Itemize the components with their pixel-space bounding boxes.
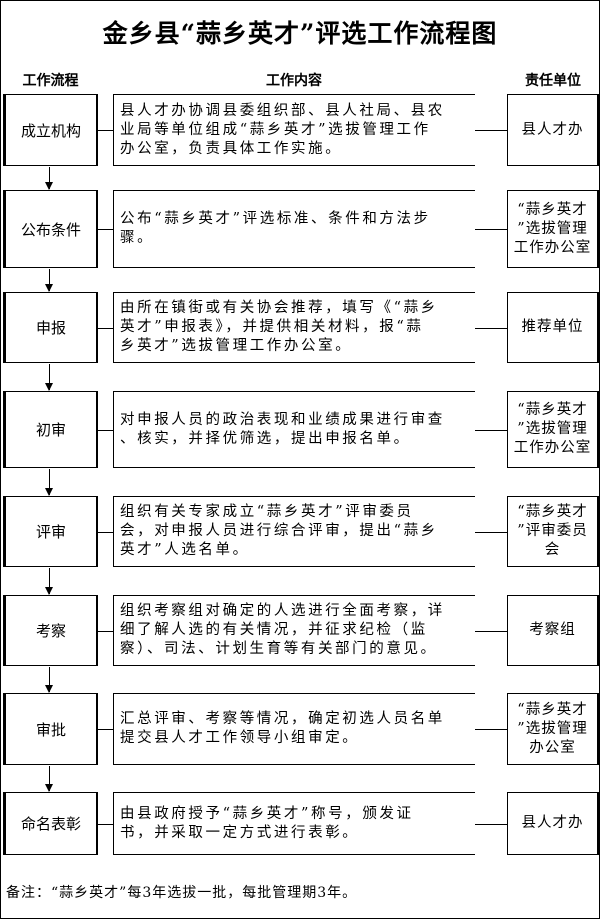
step-box: 成立机构: [3, 94, 98, 166]
unit-box: 推荐单位: [507, 292, 599, 363]
unit-line: 考察组: [529, 622, 576, 638]
content-box: 由县政府授予“蒜乡英才”称号，颁发证书，并采取一定方式进行表彰。: [113, 792, 475, 855]
content-line: 察）、司法、计划生育等有关部门的意见。: [120, 641, 438, 657]
content-line: 由县政府授予“蒜乡英才”称号，颁发证: [120, 805, 414, 822]
content-line: 骤。: [120, 230, 155, 246]
unit-line: “蒜乡英才: [517, 402, 588, 418]
arrow-down-icon: [45, 568, 53, 595]
step-label: 初审: [35, 421, 66, 439]
unit-line: “蒜乡英才: [517, 701, 588, 718]
content-box: 汇总评审、考察等情况，确定初选人员名单提交县人才工作领导小组审定。: [113, 693, 475, 765]
content-line: 提交县人才工作领导小组审定。: [120, 730, 360, 746]
step-label: 命名表彰: [20, 815, 81, 833]
unit-box: “蒜乡英才 ”选拔管理工作办公室: [507, 391, 599, 468]
header-flow: 工作流程: [22, 73, 79, 89]
arrow-down-icon: [45, 167, 53, 190]
connector-line: [475, 229, 507, 230]
content-line: 书，并采取一定方式进行表彰。: [120, 824, 360, 841]
connector-line: [98, 630, 113, 632]
content-line: 汇总评审、考察等情况，确定初选人员名单: [120, 711, 445, 727]
connector-line: [98, 823, 113, 825]
unit-box: “蒜乡英才 ”选拔管理办公室: [507, 693, 599, 765]
unit-box: “蒜乡英才 ”评审委员会: [507, 496, 599, 567]
unit-line: 会: [544, 542, 561, 558]
connector-line: [98, 229, 113, 230]
unit-line: 推荐单位: [521, 319, 584, 335]
content-line: 组织有关专家成立“蒜乡英才”评审委员: [120, 504, 414, 520]
unit-line: 办公室: [529, 739, 576, 756]
content-line: 细了解人选的有关情况，并征求纪检（监: [120, 622, 428, 638]
header-unit: 责任单位: [525, 73, 581, 89]
content-box: 县人才办协调县委组织部、县人社局、县农业局等单位组成“蒜乡英才”选拔管理工作办公…: [113, 94, 475, 166]
unit-line: ”选拔管理: [517, 421, 588, 437]
header-content: 工作内容: [266, 73, 322, 89]
unit-line: ”选拔管理: [517, 220, 588, 237]
content-box: 对申报人员的政治表现和业绩成果进行审查、核实，并择优筛选，提出申报名单。: [113, 391, 475, 468]
step-box: 审批: [3, 693, 98, 765]
content-box: 公布“蒜乡英才”评选标准、条件和方法步骤。: [113, 190, 475, 268]
arrow-down-icon: [45, 469, 53, 496]
connector-line: [475, 823, 507, 825]
step-box: 初审: [3, 391, 98, 468]
unit-line: “蒜乡英才: [517, 504, 588, 520]
step-label: 公布条件: [20, 220, 81, 239]
connector-line: [475, 531, 507, 533]
unit-line: 县人才办: [521, 815, 584, 831]
unit-line: 工作办公室: [513, 239, 592, 256]
content-box: 组织考察组对确定的人选进行全面考察，详细了解人选的有关情况，并征求纪检（监察）、…: [113, 595, 475, 666]
content-line: 由所在镇街或有关协会推荐，填写《“蒜乡: [120, 300, 438, 316]
content-line: 、核实，并择优筛选，提出申报名单。: [120, 430, 411, 447]
unit-line: ”评审委员: [517, 523, 588, 539]
content-line: 会，对申报人员进行综合评审，提出“蒜乡: [120, 523, 438, 539]
unit-box: 考察组: [507, 595, 599, 666]
footnote: 备注：“蒜乡英才”每3年选拔一批，每批管理期3年。: [6, 885, 358, 901]
content-line: 乡英才”选拔管理工作办公室。: [120, 338, 353, 354]
unit-box: 县人才办: [507, 792, 599, 855]
content-line: 对申报人员的政治表现和业绩成果进行审查: [120, 411, 445, 428]
content-line: 英才”申报表》，并提供相关材料，报“蒜: [120, 319, 424, 335]
step-label: 评审: [35, 523, 66, 541]
unit-line: ”选拔管理: [517, 720, 588, 737]
arrow-down-icon: [45, 364, 53, 391]
step-label: 审批: [35, 720, 66, 739]
arrow-down-icon: [45, 269, 53, 292]
step-box: 申报: [3, 292, 98, 363]
content-box: 由所在镇街或有关协会推荐，填写《“蒜乡英才”申报表》，并提供相关材料，报“蒜乡英…: [113, 292, 475, 363]
step-box: 命名表彰: [3, 792, 98, 855]
unit-box: 县人才办: [507, 94, 599, 166]
connector-line: [475, 327, 507, 329]
content-line: 县人才办协调县委组织部、县人社局、县农: [120, 102, 445, 119]
step-label: 成立机构: [20, 121, 81, 140]
step-box: 考察: [3, 595, 98, 666]
unit-line: “蒜乡英才: [517, 201, 588, 218]
unit-line: 县人才办: [521, 121, 584, 138]
unit-line: 工作办公室: [513, 440, 592, 456]
arrow-down-icon: [45, 667, 53, 693]
content-box: 组织有关专家成立“蒜乡英才”评审委员会，对申报人员进行综合评审，提出“蒜乡英才”…: [113, 496, 475, 567]
content-line: 办公室，负责具体工作实施。: [120, 140, 343, 157]
connector-line: [475, 130, 507, 131]
connector-line: [98, 130, 113, 131]
connector-line: [475, 729, 507, 730]
connector-line: [475, 630, 507, 632]
step-box: 公布条件: [3, 190, 98, 268]
arrow-down-icon: [45, 766, 53, 792]
connector-line: [98, 729, 113, 730]
connector-line: [98, 429, 113, 431]
content-line: 英才”人选名单。: [120, 542, 250, 558]
connector-line: [98, 327, 113, 329]
step-box: 评审: [3, 496, 98, 567]
unit-box: “蒜乡英才 ”选拔管理工作办公室: [507, 190, 599, 268]
connector-line: [98, 531, 113, 533]
content-line: 公布“蒜乡英才”评选标准、条件和方法步: [120, 211, 431, 227]
connector-line: [475, 429, 507, 431]
page-title: 金乡县“蒜乡英才”评选工作流程图: [102, 19, 498, 48]
step-label: 考察: [35, 622, 66, 640]
step-label: 申报: [35, 319, 66, 337]
content-line: 组织考察组对确定的人选进行全面考察，详: [120, 603, 445, 619]
content-line: 业局等单位组成“蒜乡英才”选拔管理工作: [120, 121, 431, 138]
